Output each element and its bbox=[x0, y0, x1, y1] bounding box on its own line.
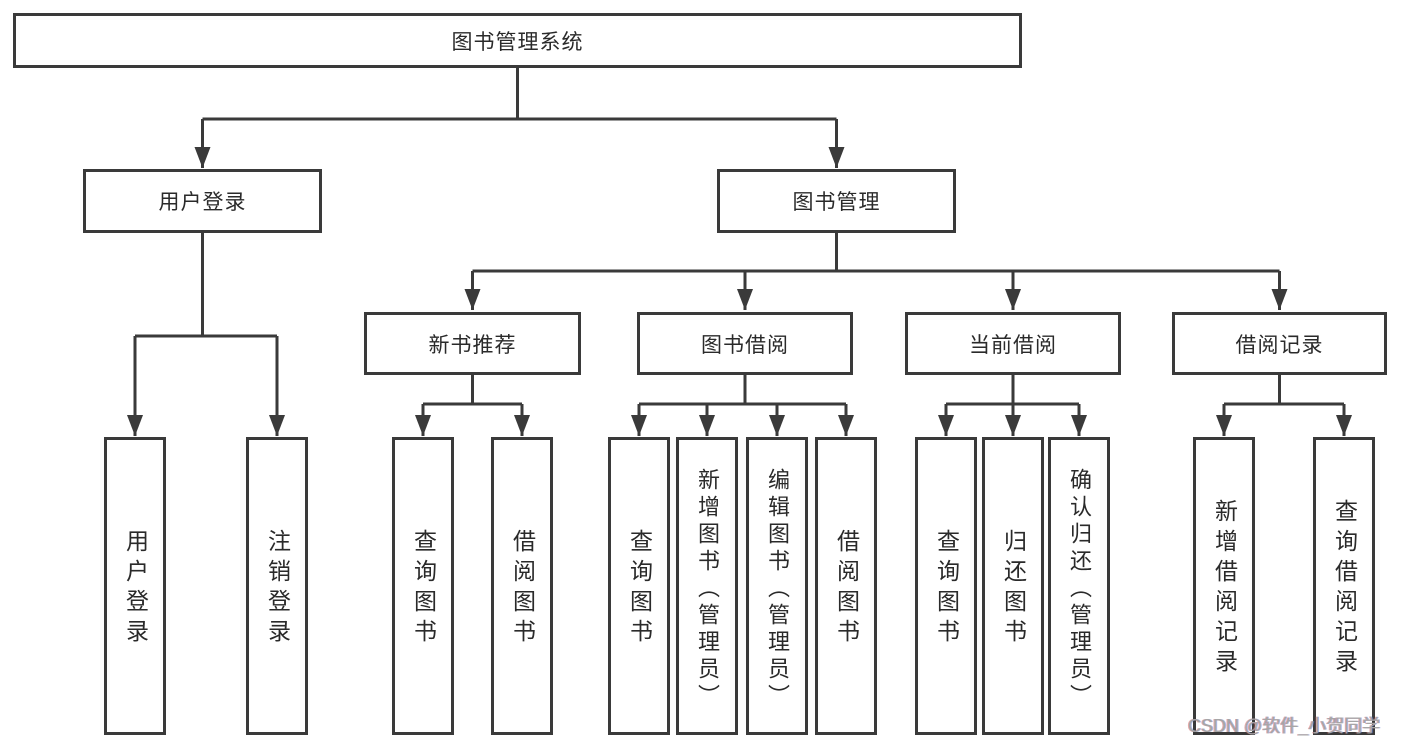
leaf-query-book-3: 查询图书 bbox=[915, 437, 977, 735]
node-book-borrow: 图书借阅 bbox=[637, 312, 853, 375]
node-book-management: 图书管理 bbox=[717, 169, 956, 233]
leaf-user-login: 用户登录 bbox=[104, 437, 166, 735]
leaf-borrow-book: 借阅图书 bbox=[491, 437, 553, 735]
node-library-system: 图书管理系统 bbox=[13, 13, 1022, 68]
watermark: CSDN @软件_小贺同学 bbox=[1188, 716, 1381, 736]
leaf-query-borrow-record: 查询借阅记录 bbox=[1313, 437, 1375, 735]
leaf-return-book: 归还图书 bbox=[982, 437, 1044, 735]
node-borrow-records: 借阅记录 bbox=[1172, 312, 1387, 375]
node-user-login: 用户登录 bbox=[83, 169, 322, 233]
leaf-confirm-return-admin: 确认归还（管理员） bbox=[1048, 437, 1110, 735]
leaf-query-book: 查询图书 bbox=[392, 437, 454, 735]
leaf-add-borrow-record: 新增借阅记录 bbox=[1193, 437, 1255, 735]
leaf-add-book-admin: 新增图书（管理员） bbox=[676, 437, 738, 735]
leaf-logout-login: 注销登录 bbox=[246, 437, 308, 735]
node-new-book-recommend: 新书推荐 bbox=[364, 312, 581, 375]
leaf-query-book-2: 查询图书 bbox=[608, 437, 670, 735]
leaf-edit-book-admin: 编辑图书（管理员） bbox=[746, 437, 808, 735]
node-current-borrow: 当前借阅 bbox=[905, 312, 1121, 375]
leaf-borrow-book-2: 借阅图书 bbox=[815, 437, 877, 735]
